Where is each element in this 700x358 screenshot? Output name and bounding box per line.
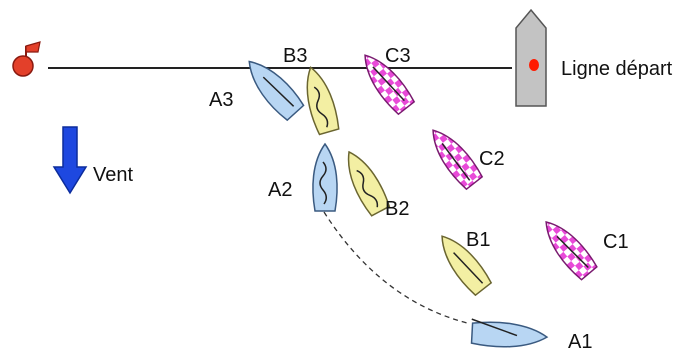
boat-label-c1: C1 xyxy=(603,231,629,253)
boat-b1 xyxy=(441,235,493,297)
boat-label-b1: B1 xyxy=(466,229,490,251)
boat-label-b3: B3 xyxy=(283,45,307,67)
boat-a1 xyxy=(470,318,549,348)
boat-c3 xyxy=(364,54,416,116)
buoy-flag-icon xyxy=(12,41,41,77)
boat-label-c2: C2 xyxy=(479,148,505,170)
boat-label-b2: B2 xyxy=(385,198,409,220)
boat-label-a1: A1 xyxy=(568,331,592,353)
boat-label-a3: A3 xyxy=(209,89,233,111)
boat-c1 xyxy=(545,220,598,281)
boat-label-c3: C3 xyxy=(385,45,411,67)
start-line-label: Ligne départ xyxy=(561,58,673,80)
boat-label-a2: A2 xyxy=(268,179,292,201)
boat-a2 xyxy=(312,142,338,212)
boat-a3 xyxy=(248,60,305,122)
committee-boat-icon xyxy=(515,8,547,107)
boat-a-track xyxy=(323,211,468,324)
arrow-down-icon xyxy=(52,126,88,195)
boat-b3 xyxy=(306,66,340,136)
boat-b2 xyxy=(347,150,391,217)
wind-label: Vent xyxy=(93,164,133,186)
boat-c2 xyxy=(432,129,484,191)
